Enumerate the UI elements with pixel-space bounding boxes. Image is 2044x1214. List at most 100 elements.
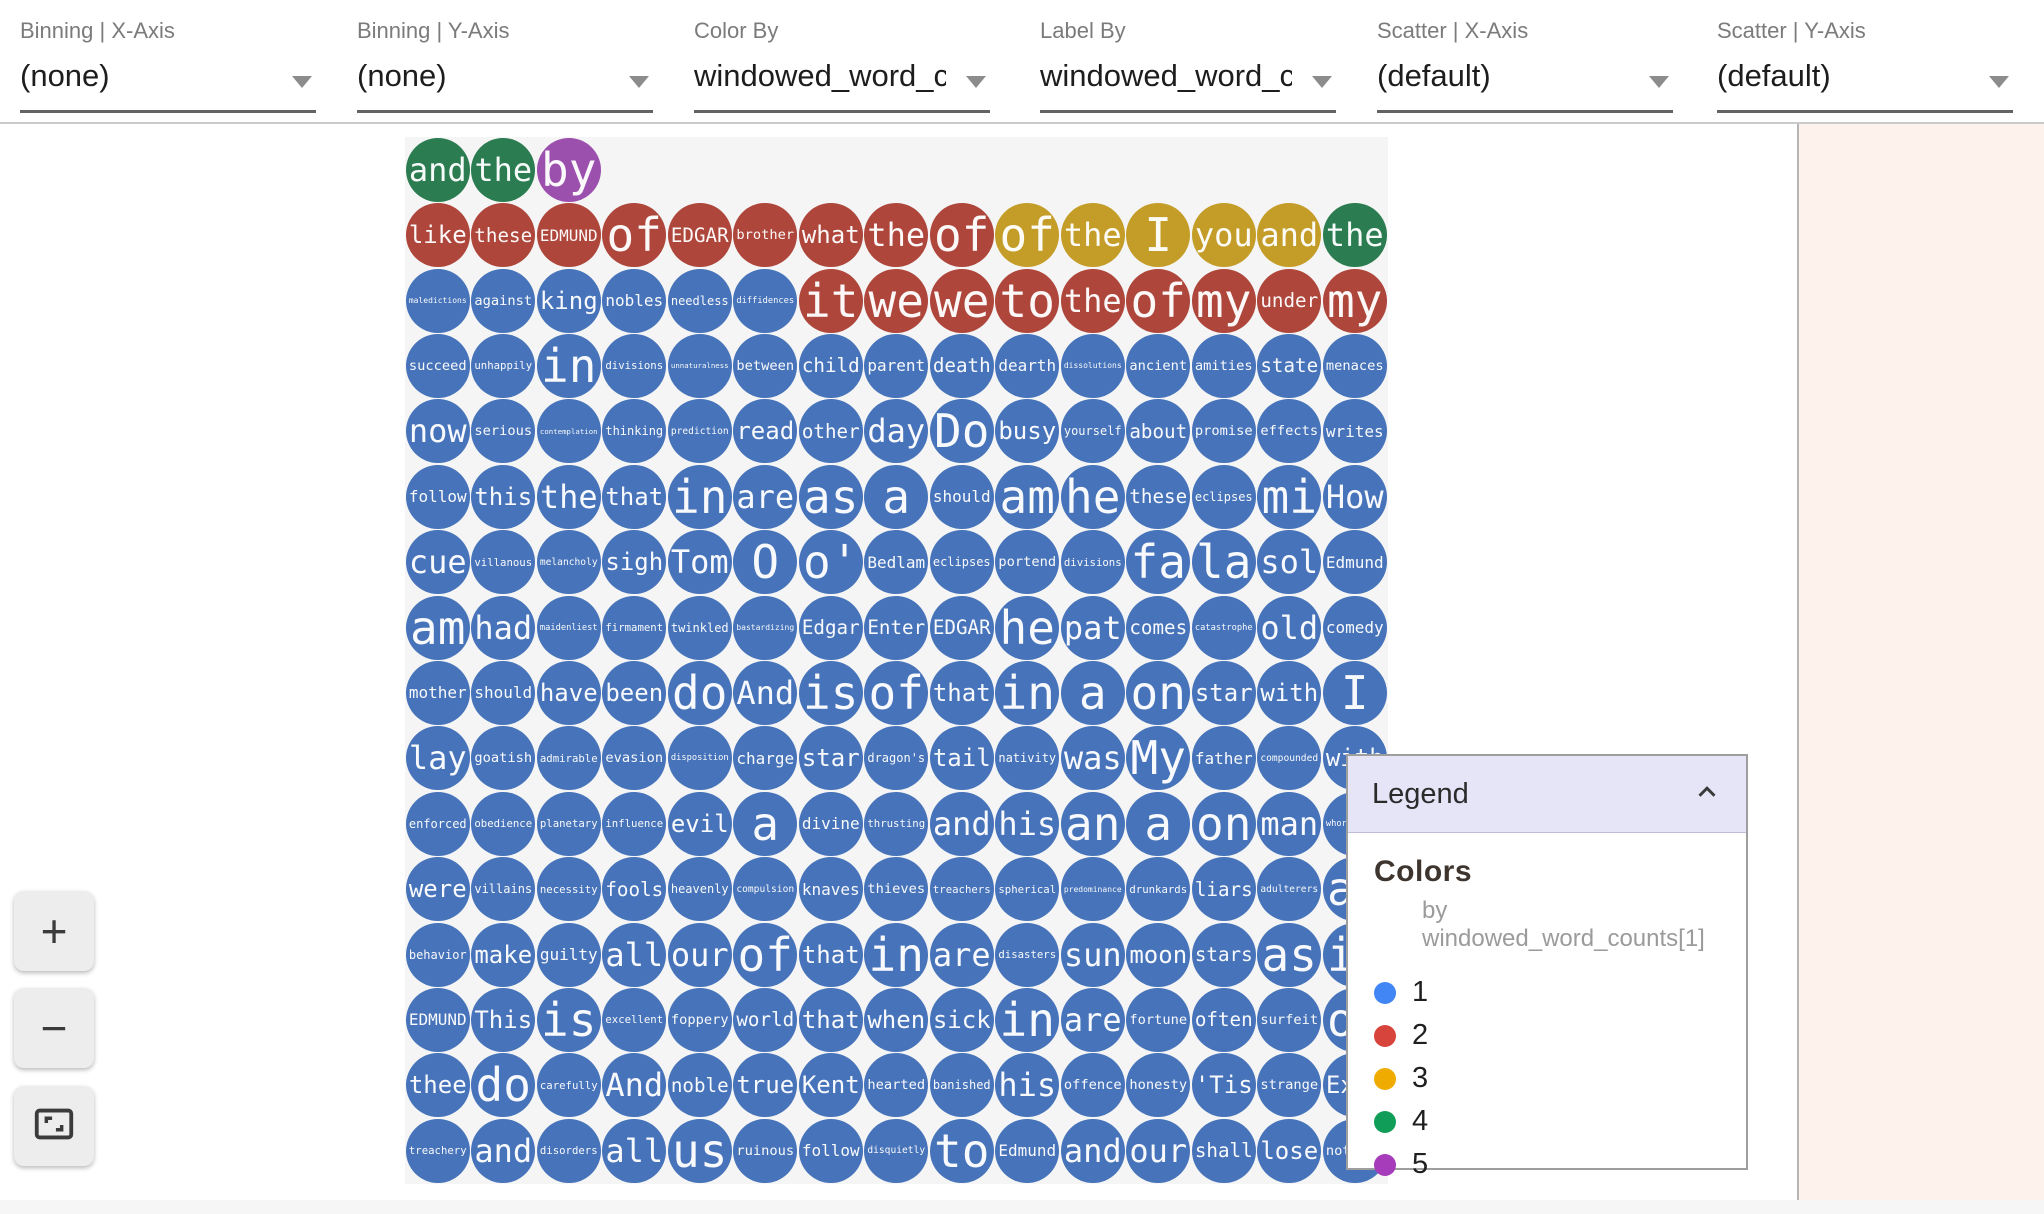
- fit-to-screen-button[interactable]: [14, 1086, 94, 1166]
- word-circle[interactable]: bastardizing: [733, 595, 798, 660]
- word-circle[interactable]: have: [536, 660, 601, 725]
- word-circle[interactable]: of: [864, 660, 929, 725]
- word-circle[interactable]: we: [864, 268, 929, 333]
- word-circle[interactable]: sun: [1060, 922, 1125, 987]
- word-circle[interactable]: dissolutions: [1060, 333, 1125, 398]
- word-circle[interactable]: divine: [798, 791, 863, 856]
- word-circle[interactable]: man: [1257, 791, 1322, 856]
- word-circle[interactable]: admirable: [536, 726, 601, 791]
- word-circle[interactable]: thieves: [864, 857, 929, 922]
- word-circle[interactable]: unhappily: [471, 333, 536, 398]
- word-circle[interactable]: am: [995, 464, 1060, 529]
- word-circle[interactable]: nativity: [995, 726, 1060, 791]
- word-circle[interactable]: adulterers: [1257, 857, 1322, 922]
- word-circle[interactable]: pat: [1060, 595, 1125, 660]
- word-circle[interactable]: these: [471, 203, 536, 268]
- word-circle[interactable]: day: [864, 399, 929, 464]
- word-circle[interactable]: this: [471, 464, 536, 529]
- word-circle[interactable]: Edgar: [798, 595, 863, 660]
- word-circle[interactable]: the: [536, 464, 601, 529]
- word-circle[interactable]: the: [1060, 268, 1125, 333]
- word-circle[interactable]: a: [733, 791, 798, 856]
- word-circle[interactable]: liars: [1191, 857, 1256, 922]
- word-circle[interactable]: Edmund: [1322, 530, 1387, 595]
- word-circle[interactable]: with: [1257, 660, 1322, 725]
- word-circle[interactable]: influence: [602, 791, 667, 856]
- zoom-in-button[interactable]: +: [14, 891, 94, 971]
- word-circle[interactable]: lose: [1257, 1118, 1322, 1183]
- word-circle[interactable]: by: [536, 137, 601, 202]
- word-circle[interactable]: my: [1191, 268, 1256, 333]
- word-circle[interactable]: these: [1126, 464, 1191, 529]
- word-circle[interactable]: fortune: [1126, 987, 1191, 1052]
- word-circle[interactable]: Do: [929, 399, 994, 464]
- chevron-up-icon[interactable]: [1692, 777, 1722, 812]
- word-circle[interactable]: you: [1191, 203, 1256, 268]
- word-circle[interactable]: obedience: [471, 791, 536, 856]
- word-circle[interactable]: treachery: [405, 1118, 470, 1183]
- word-circle[interactable]: king: [536, 268, 601, 333]
- dropdown-scatter-x-axis[interactable]: Scatter | X-Axis (default): [1377, 14, 1673, 113]
- word-circle[interactable]: against: [471, 268, 536, 333]
- word-circle[interactable]: prediction: [667, 399, 732, 464]
- word-circle[interactable]: comes: [1126, 595, 1191, 660]
- word-circle[interactable]: excellent: [602, 987, 667, 1052]
- word-circle[interactable]: This: [471, 987, 536, 1052]
- word-circle[interactable]: in: [995, 987, 1060, 1052]
- word-circle[interactable]: villanous: [471, 530, 536, 595]
- word-circle[interactable]: twinkled: [667, 595, 732, 660]
- word-circle[interactable]: between: [733, 333, 798, 398]
- word-circle[interactable]: stars: [1191, 922, 1256, 987]
- word-circle[interactable]: I: [1322, 660, 1387, 725]
- word-circle[interactable]: compulsion: [733, 857, 798, 922]
- word-circle[interactable]: knaves: [798, 857, 863, 922]
- word-circle[interactable]: thrusting: [864, 791, 929, 856]
- word-circle[interactable]: goatish: [471, 726, 536, 791]
- dropdown-label-by[interactable]: Label By windowed_word_counts[1]: [1040, 14, 1336, 113]
- word-circle[interactable]: under: [1257, 268, 1322, 333]
- word-circle[interactable]: heavenly: [667, 857, 732, 922]
- word-circle[interactable]: my: [1322, 268, 1387, 333]
- word-circle[interactable]: promise: [1191, 399, 1256, 464]
- word-circle[interactable]: drunkards: [1126, 857, 1191, 922]
- word-circle[interactable]: are: [1060, 987, 1125, 1052]
- word-circle[interactable]: surfeit: [1257, 987, 1322, 1052]
- word-circle[interactable]: the: [1060, 203, 1125, 268]
- word-circle[interactable]: contemplation: [536, 399, 601, 464]
- word-circle[interactable]: Edmund: [995, 1118, 1060, 1183]
- word-circle[interactable]: firmament: [602, 595, 667, 660]
- word-circle[interactable]: Bedlam: [864, 530, 929, 595]
- word-circle[interactable]: follow: [405, 464, 470, 529]
- word-circle[interactable]: are: [733, 464, 798, 529]
- word-circle[interactable]: I: [1126, 203, 1191, 268]
- word-circle[interactable]: evasion: [602, 726, 667, 791]
- word-circle[interactable]: And: [733, 660, 798, 725]
- word-circle[interactable]: spherical: [995, 857, 1060, 922]
- word-circle[interactable]: state: [1257, 333, 1322, 398]
- word-circle[interactable]: and: [1060, 1118, 1125, 1183]
- word-circle[interactable]: now: [405, 399, 470, 464]
- word-circle[interactable]: do: [667, 660, 732, 725]
- word-circle[interactable]: the: [864, 203, 929, 268]
- word-circle[interactable]: disorders: [536, 1118, 601, 1183]
- word-circle[interactable]: EDGAR: [929, 595, 994, 660]
- word-circle[interactable]: eclipses: [929, 530, 994, 595]
- word-circle[interactable]: all: [602, 1118, 667, 1183]
- word-circle[interactable]: true: [733, 1053, 798, 1118]
- word-circle[interactable]: is: [536, 987, 601, 1052]
- word-circle[interactable]: of: [929, 203, 994, 268]
- word-circle[interactable]: of: [602, 203, 667, 268]
- word-circle[interactable]: death: [929, 333, 994, 398]
- word-circle[interactable]: were: [405, 857, 470, 922]
- word-circle[interactable]: carefully: [536, 1053, 601, 1118]
- word-circle[interactable]: an: [1060, 791, 1125, 856]
- word-circle[interactable]: and: [471, 1118, 536, 1183]
- word-circle[interactable]: EDMUND: [536, 203, 601, 268]
- word-circle[interactable]: maidenliest: [536, 595, 601, 660]
- word-circle[interactable]: My: [1126, 726, 1191, 791]
- word-circle[interactable]: it: [798, 268, 863, 333]
- word-circle[interactable]: ruinous: [733, 1118, 798, 1183]
- word-circle[interactable]: predominance: [1060, 857, 1125, 922]
- word-circle[interactable]: am: [405, 595, 470, 660]
- word-circle[interactable]: succeed: [405, 333, 470, 398]
